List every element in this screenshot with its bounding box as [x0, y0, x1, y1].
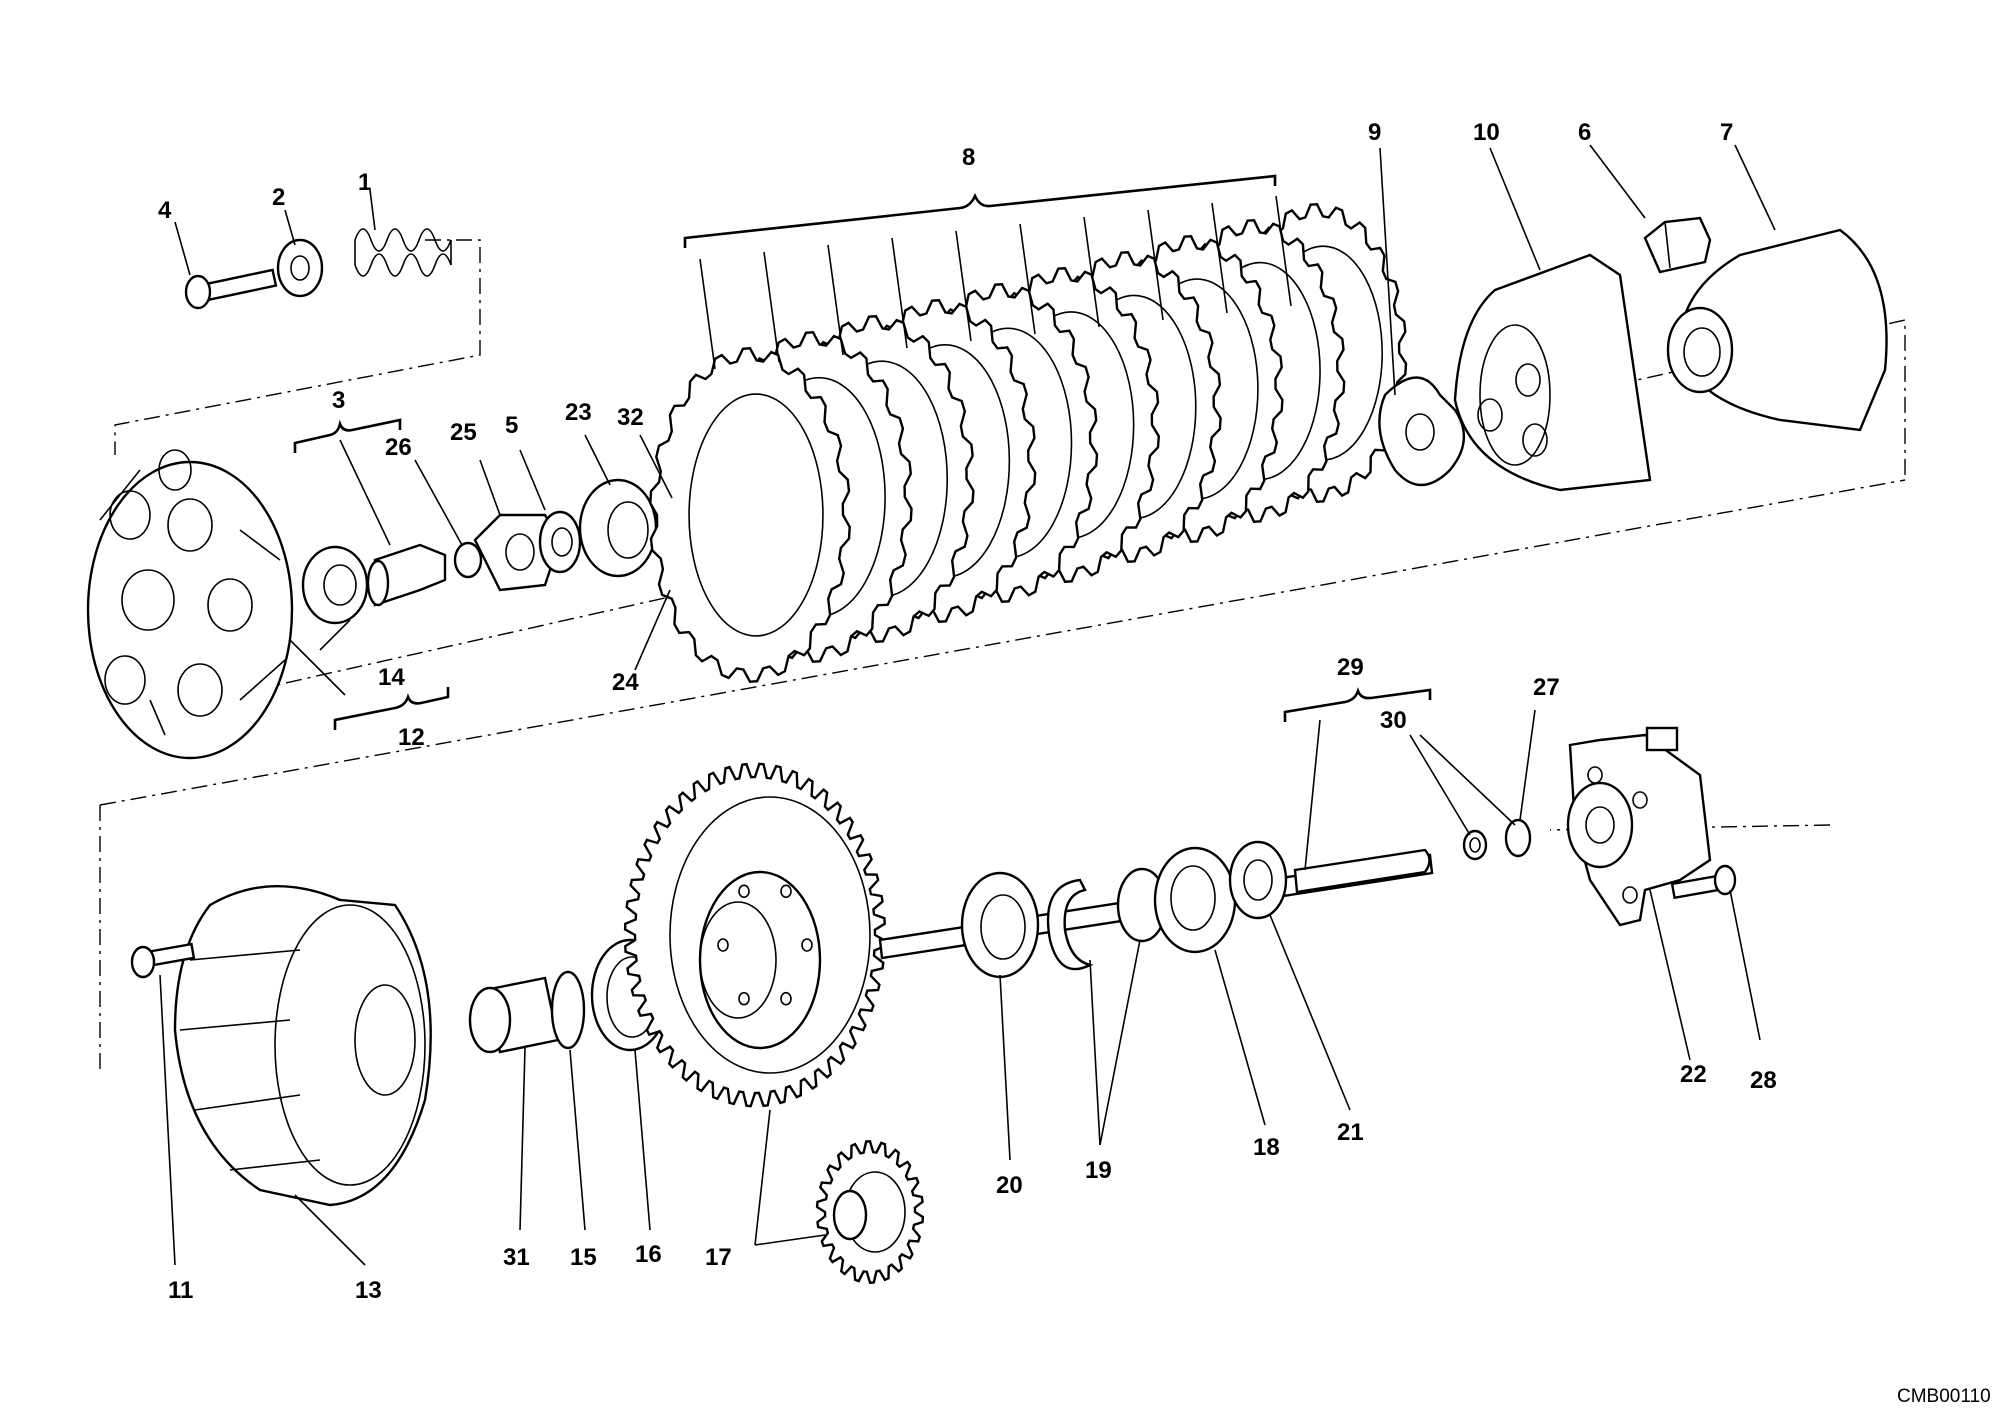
- big-gear-bore: [699, 901, 777, 1019]
- callout-11: 11: [168, 1277, 193, 1304]
- big-gear-hole: [738, 991, 750, 1006]
- part-21-bush: [1228, 840, 1288, 920]
- part-11-bolt: [130, 942, 196, 979]
- part-5-washer: [538, 510, 582, 574]
- part-4-bolt: [184, 268, 278, 310]
- callout-21: 21: [1337, 1119, 1364, 1146]
- callout-29: 29: [1337, 654, 1364, 681]
- part-10-clutch-drum: [1453, 253, 1652, 492]
- callout-15: 15: [570, 1244, 597, 1271]
- part-13-outer-drum: [173, 885, 432, 1207]
- callout-31: 31: [503, 1244, 530, 1271]
- leader-lines: [159, 144, 1776, 1266]
- part-7-housing: [1666, 228, 1888, 432]
- part-26-o-ring: [453, 541, 483, 579]
- plate-leader: [955, 230, 972, 342]
- callout-26: 26: [385, 434, 412, 461]
- part-8-clutch-plates: [649, 195, 1408, 683]
- big-gear-rim: [669, 796, 871, 1074]
- plate-leader: [891, 237, 908, 349]
- callout-25: 25: [450, 419, 477, 446]
- plate-leader: [699, 258, 716, 370]
- drawing-code: CMB00110: [1897, 1386, 1991, 1407]
- part-18-bearing: [1153, 846, 1237, 954]
- callout-24: 24: [612, 669, 639, 696]
- big-gear-hole: [717, 938, 729, 952]
- part-14-bearing: [301, 545, 369, 625]
- big-gear-hole: [780, 991, 792, 1006]
- plate-leader: [763, 251, 780, 363]
- callout-22: 22: [1680, 1061, 1707, 1088]
- callout-9: 9: [1368, 119, 1381, 146]
- part-30-seal-inner: [1469, 837, 1481, 853]
- callout-28: 28: [1750, 1067, 1777, 1094]
- callout-23: 23: [565, 399, 592, 426]
- callout-2: 2: [272, 184, 285, 211]
- big-gear-hole: [780, 884, 792, 899]
- plate-leader: [1275, 195, 1292, 307]
- part-22-slave-cylinder: [1566, 726, 1712, 927]
- callout-13: 13: [355, 1277, 382, 1304]
- big-gear-hub: [698, 870, 822, 1050]
- callout-4: 4: [158, 197, 172, 224]
- callout-7: 7: [1720, 119, 1733, 146]
- small-gear-teeth: [815, 1140, 925, 1284]
- part-9-spring-plate: [1378, 376, 1466, 487]
- callout-19: 19: [1085, 1157, 1112, 1184]
- part-23-bush: [578, 478, 658, 578]
- big-gear-hole: [738, 884, 750, 899]
- part-3-push-piece: [366, 543, 447, 607]
- part-15-o-ring: [550, 970, 586, 1050]
- callout-30: 30: [1380, 707, 1407, 734]
- part-20-bearing: [960, 871, 1040, 979]
- part-6-bush: [1643, 216, 1712, 274]
- part-28-bolt: [1670, 864, 1737, 900]
- callout-6: 6: [1578, 119, 1591, 146]
- plate-leader: [1083, 216, 1100, 328]
- callout-12: 12: [398, 724, 425, 751]
- part-30-seal: [1462, 829, 1488, 861]
- group-braces: [293, 174, 1432, 730]
- part-17-small-gear: [815, 1140, 925, 1284]
- plate-leader: [1019, 223, 1036, 335]
- small-gear-bore: [832, 1189, 868, 1241]
- callout-10: 10: [1473, 119, 1500, 146]
- callout-5: 5: [505, 412, 518, 439]
- plate-leader: [1147, 209, 1164, 321]
- plate-leader: [1211, 202, 1228, 314]
- callout-27: 27: [1533, 674, 1560, 701]
- callout-20: 20: [996, 1172, 1023, 1199]
- part-29-shaft-end: [1293, 848, 1431, 894]
- callout-18: 18: [1253, 1134, 1280, 1161]
- callout-32: 32: [617, 404, 644, 431]
- callout-3: 3: [332, 387, 345, 414]
- callout-numbers: 4 2 1 8 9 10 6 7 3 26 25 5 23 32 14 12 2…: [158, 119, 1991, 1407]
- callout-1: 1: [358, 169, 371, 196]
- clutch-plate-outline: [649, 347, 851, 683]
- part-1-spring: [354, 228, 452, 277]
- big-gear-hole: [801, 938, 813, 952]
- callout-8: 8: [962, 144, 975, 171]
- part-31-sleeve: [468, 976, 560, 1054]
- part-pressure-plate: [86, 449, 294, 760]
- part-27-ring: [1504, 818, 1532, 858]
- clutch-plate-inner: [688, 393, 824, 637]
- callout-16: 16: [635, 1241, 662, 1268]
- callout-17: 17: [705, 1244, 732, 1271]
- plate-leader: [827, 244, 844, 356]
- part-17-primary-gear: [623, 762, 887, 1108]
- part-2-washer: [276, 238, 324, 298]
- callout-14: 14: [378, 664, 405, 691]
